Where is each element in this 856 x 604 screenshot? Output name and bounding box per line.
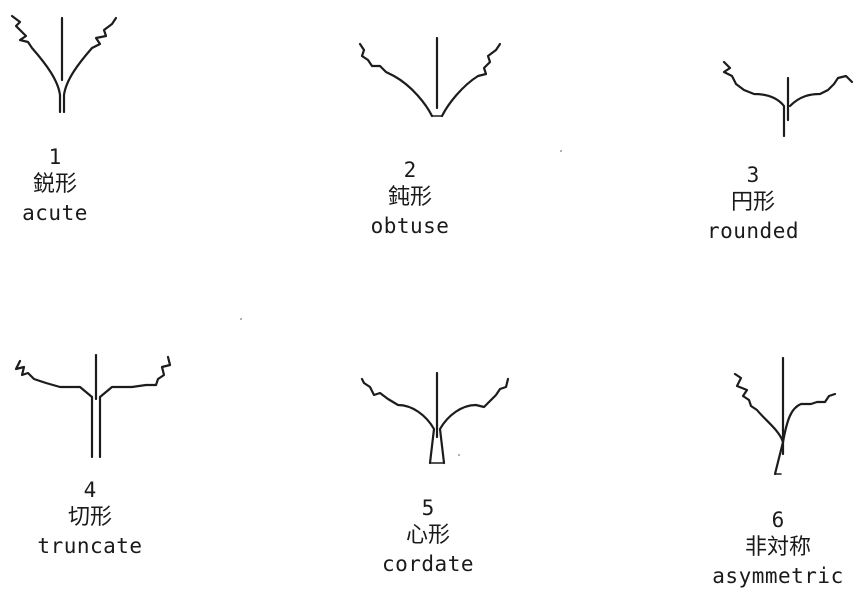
scan-speck (458, 454, 460, 456)
item-number: 4 (83, 478, 97, 502)
leaf-base-truncate-drawing (14, 353, 172, 459)
item-number: 1 (48, 145, 62, 169)
item-english-name: cordate (381, 552, 474, 576)
caption-asymmetric: 6 非対称 asymmetric (700, 510, 856, 587)
scan-speck (240, 318, 242, 320)
item-japanese-name: 心形 (405, 523, 450, 548)
item-japanese-name: 鋭形 (32, 172, 77, 197)
item-english-name: rounded (706, 219, 799, 243)
leaf-base-rounded-drawing (722, 60, 854, 138)
caption-cordate: 5 心形 cordate (378, 498, 478, 575)
item-english-name: asymmetric (712, 564, 844, 588)
caption-obtuse: 2 鈍形 obtuse (360, 160, 460, 237)
leaf-base-cordate-drawing (360, 371, 510, 465)
item-japanese-name: 鈍形 (387, 185, 432, 210)
item-japanese-name: 切形 (67, 505, 112, 530)
item-number: 2 (403, 158, 417, 182)
item-japanese-name: 円形 (730, 190, 775, 215)
caption-truncate: 4 切形 truncate (35, 480, 145, 557)
caption-rounded: 3 円形 rounded (698, 165, 808, 242)
item-english-name: acute (22, 201, 88, 225)
leaf-base-acute-drawing (10, 14, 118, 114)
leaf-base-asymmetric-drawing (733, 356, 837, 476)
item-number: 3 (746, 163, 760, 187)
leaf-base-obtuse-drawing (358, 36, 502, 118)
item-japanese-name: 非対称 (744, 535, 811, 560)
item-number: 6 (771, 508, 785, 532)
item-english-name: obtuse (370, 214, 450, 238)
item-english-name: truncate (37, 534, 143, 558)
scan-speck (560, 150, 562, 152)
item-number: 5 (421, 496, 435, 520)
caption-acute: 1 鋭形 acute (10, 147, 100, 224)
